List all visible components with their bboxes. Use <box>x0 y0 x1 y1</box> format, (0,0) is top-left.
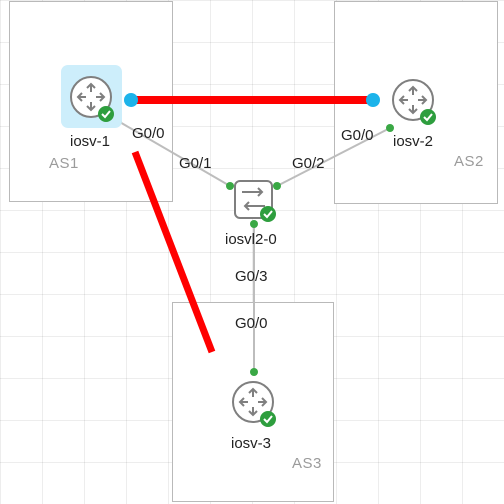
iface-label-iosv1-g00: G0/0 <box>132 125 165 142</box>
annotation-stroke <box>131 150 216 354</box>
area-label: AS1 <box>49 155 79 172</box>
link-endpoint[interactable] <box>226 182 234 190</box>
iface-label-iosvl2-g02: G0/2 <box>292 155 325 172</box>
iface-label-iosvl2-g01: G0/1 <box>179 155 212 172</box>
checkmark-icon <box>260 206 276 222</box>
link-endpoint[interactable] <box>366 93 380 107</box>
link-endpoint[interactable] <box>273 182 281 190</box>
node-label-iosv-3[interactable]: iosv-3 <box>231 435 272 452</box>
iface-label-iosv2-g00: G0/0 <box>341 127 374 144</box>
node-label-iosv-1[interactable]: iosv-1 <box>70 133 111 150</box>
router-icon <box>70 76 112 118</box>
link-endpoint[interactable] <box>250 220 258 228</box>
iface-label-iosvl2-g03: G0/3 <box>235 268 268 285</box>
iface-label-iosv3-g00: G0/0 <box>235 315 268 332</box>
link-endpoint[interactable] <box>124 93 138 107</box>
link-iosv2-iosvl2[interactable] <box>276 127 391 187</box>
node-iosvl2-0[interactable] <box>234 180 276 222</box>
node-iosv-2[interactable] <box>392 79 436 125</box>
area-label: AS2 <box>454 153 484 170</box>
node-label-iosv-2[interactable]: iosv-2 <box>393 133 434 150</box>
checkmark-icon <box>260 411 276 427</box>
area-label: AS3 <box>292 455 322 472</box>
node-iosv-1[interactable] <box>70 76 114 122</box>
router-icon <box>232 381 274 423</box>
checkmark-icon <box>420 109 436 125</box>
router-icon <box>392 79 434 121</box>
link-endpoint[interactable] <box>386 124 394 132</box>
link-endpoint[interactable] <box>250 368 258 376</box>
node-label-iosvl2-0[interactable]: iosvl2-0 <box>225 231 277 248</box>
checkmark-icon <box>98 106 114 122</box>
node-iosv-3[interactable] <box>232 381 276 427</box>
link-iosv1-iosvl2[interactable] <box>117 120 231 187</box>
